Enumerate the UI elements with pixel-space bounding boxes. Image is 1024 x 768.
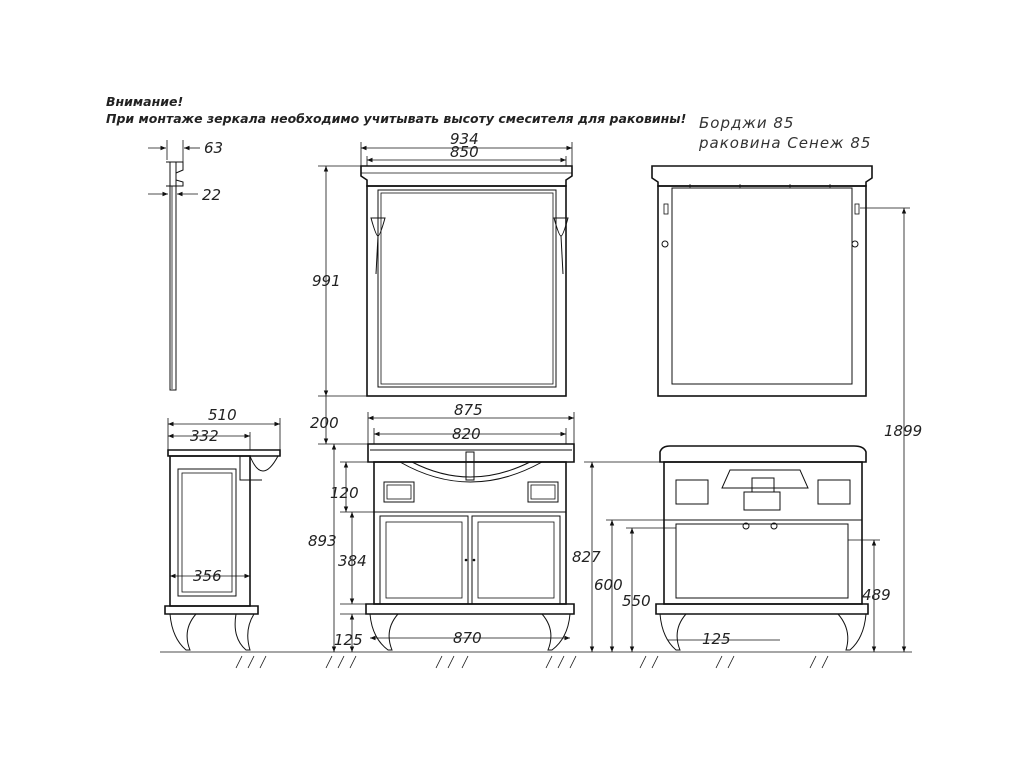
dim-cabinet-width: 875 820: [367, 401, 575, 444]
dim-22: 22: [202, 186, 221, 204]
dim-510: 510: [208, 406, 237, 424]
dim-600: 600: [594, 576, 623, 594]
dim-cabinet-depth: 510 332 356: [167, 406, 281, 585]
warning-text: При монтаже зеркала необходимо учитывать…: [106, 111, 687, 126]
dim-1899: 1899: [884, 422, 922, 440]
cabinet-side-view: [164, 449, 281, 651]
dim-991: 991: [312, 272, 341, 290]
dim-125-front: 125: [334, 631, 363, 649]
dim-384: 384: [338, 552, 367, 570]
model-label: Борджи 85: [699, 114, 795, 132]
dim-893: 893: [308, 532, 337, 550]
dim-870: 870: [453, 629, 482, 647]
dim-125-rear: 125: [702, 630, 731, 648]
dim-489: 489: [862, 586, 891, 604]
mirror-front-view: [360, 165, 573, 397]
dim-332: 332: [190, 427, 219, 445]
cabinet-back-view: [655, 445, 869, 651]
dim-63: 63: [204, 139, 223, 157]
dim-934: 934: [450, 130, 479, 148]
dim-850: 850: [450, 143, 479, 161]
cabinet-front-view: [365, 443, 575, 651]
floor-line: [160, 651, 912, 669]
dim-827: 827: [572, 548, 601, 566]
dim-rear-heights: 827 600 550 489 125: [572, 461, 891, 652]
dim-mirror-height: 991: [312, 165, 367, 397]
dim-875: 875: [454, 401, 483, 419]
dim-gap-200: 200: [310, 396, 368, 445]
dim-356: 356: [193, 567, 222, 585]
dim-mirror-width: 934 850: [360, 130, 573, 166]
dim-mirror-depth: 63 22: [148, 139, 223, 204]
dim-cabinet-heights: 893 120 384 125: [308, 444, 374, 652]
basin-label: раковина Сенеж 85: [699, 134, 872, 152]
dim-base-width: 870: [370, 629, 570, 647]
dim-550: 550: [622, 592, 651, 610]
dim-120: 120: [330, 484, 359, 502]
mirror-side-view: [166, 161, 184, 391]
dim-200: 200: [310, 414, 339, 432]
mirror-back-view: [651, 165, 873, 397]
warning-title: Внимание!: [106, 94, 184, 109]
dim-820: 820: [452, 425, 481, 443]
dim-total-height: 1899: [860, 207, 922, 652]
